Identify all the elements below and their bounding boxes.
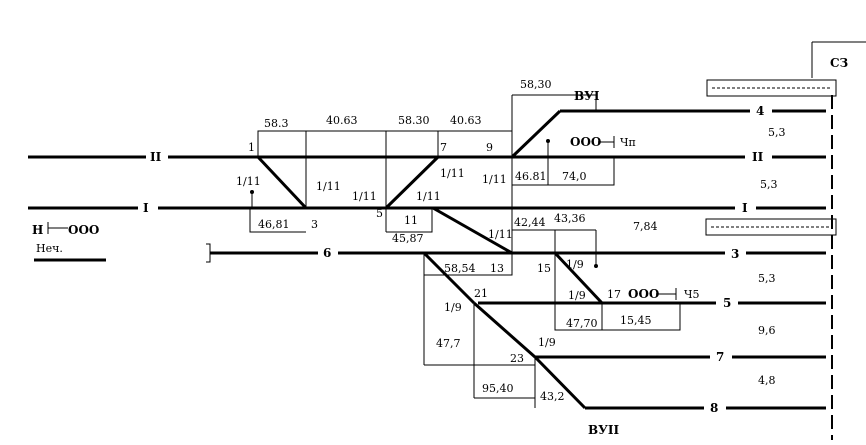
diagonal-15-17 bbox=[553, 251, 604, 305]
dim-d17: 43,2 bbox=[540, 390, 565, 403]
ratio-r4: 1/11 bbox=[416, 190, 441, 203]
connector-9-4 bbox=[510, 109, 562, 159]
track-6-end-stop bbox=[206, 243, 211, 263]
ratio-r6: 1/11 bbox=[482, 173, 507, 186]
dim-d3: 58.30 bbox=[398, 114, 430, 127]
ratio-r10: 1/9 bbox=[444, 301, 462, 314]
dim-d6: 46.81 bbox=[515, 170, 547, 183]
dim-d7: 74,0 bbox=[562, 170, 587, 183]
spacing-s3: 7,84 bbox=[633, 220, 658, 233]
switch-5: 5 bbox=[376, 207, 383, 220]
track-5-label: 5 bbox=[723, 296, 731, 310]
station-label-vu2: ВУII bbox=[588, 423, 619, 437]
ratio-r11: 1/9 bbox=[538, 336, 556, 349]
dim-d1: 58.3 bbox=[264, 117, 289, 130]
signal-ch2-lamps: OOO bbox=[570, 135, 601, 149]
track-2-label: II bbox=[150, 150, 162, 164]
track-8-label: 8 bbox=[710, 401, 718, 415]
top-right-box-label: СЗ bbox=[830, 56, 848, 70]
switch-21: 21 bbox=[474, 287, 488, 300]
ratio-r9: 1/9 bbox=[568, 289, 586, 302]
spacing-s5: 9,6 bbox=[758, 324, 776, 337]
switch-1: 1 bbox=[248, 141, 255, 154]
track-4-label: 4 bbox=[756, 104, 764, 118]
switch-3: 3 bbox=[311, 218, 318, 231]
diagonal-21 bbox=[422, 251, 476, 305]
dim-d2: 40.63 bbox=[326, 114, 358, 127]
dim-d8: 46,81 bbox=[258, 218, 290, 231]
signal-ch2-label: Чп bbox=[620, 136, 636, 149]
track-2-right-label: II bbox=[752, 150, 764, 164]
crossover-1-3 bbox=[256, 155, 308, 210]
switch-17: 17 bbox=[607, 288, 621, 301]
dim-d15: 47,7 bbox=[436, 337, 461, 350]
track-6-label: 6 bbox=[323, 246, 331, 260]
ratio-r8: 1/9 bbox=[566, 258, 584, 271]
ratio-r2: 1/11 bbox=[316, 180, 341, 193]
diagonal-8 bbox=[533, 355, 587, 410]
crossover-11-13 bbox=[432, 206, 513, 255]
dim-d16: 95,40 bbox=[482, 382, 514, 395]
dim-d5: 58,30 bbox=[520, 78, 552, 91]
track-7-label: 7 bbox=[716, 350, 724, 364]
dim-d12: 58,54 bbox=[444, 262, 476, 275]
dim-d11: 43,36 bbox=[554, 212, 586, 225]
switch-13: 13 bbox=[490, 262, 504, 275]
switch-23: 23 bbox=[510, 352, 524, 365]
dim-d4: 40.63 bbox=[450, 114, 482, 127]
dim-d13: 47,70 bbox=[566, 317, 598, 330]
spacing-s6: 4,8 bbox=[758, 374, 776, 387]
signal-ch5-label: Ч5 bbox=[684, 288, 700, 301]
signal-n-label: Н bbox=[32, 223, 43, 237]
signal-n-lamps: OOO bbox=[68, 223, 99, 237]
spacing-s4: 5,3 bbox=[758, 272, 776, 285]
dim-d10: 42,44 bbox=[514, 216, 546, 229]
spacing-s2: 5,3 bbox=[760, 178, 778, 191]
track-3-label: 3 bbox=[731, 247, 739, 261]
ratio-r7: 1/11 bbox=[488, 228, 513, 241]
dim-d14: 15,45 bbox=[620, 314, 652, 327]
crossover-5-7 bbox=[384, 155, 440, 210]
ratio-r5: 1/11 bbox=[440, 167, 465, 180]
signal-ch5-lamps: OOO bbox=[628, 287, 659, 301]
track-1-label: I bbox=[143, 201, 149, 215]
platform-top bbox=[706, 79, 837, 97]
switch-7: 7 bbox=[440, 141, 447, 154]
ratio-r1: 1/11 bbox=[236, 175, 261, 188]
legend-label: Неч. bbox=[36, 242, 63, 255]
ratio-r3: 1/11 bbox=[352, 190, 377, 203]
dim-d9: 45,87 bbox=[392, 232, 424, 245]
switch-11: 11 bbox=[404, 214, 418, 227]
track-1-right-label: I bbox=[742, 201, 748, 215]
switch-15: 15 bbox=[537, 262, 551, 275]
switch-9: 9 bbox=[486, 141, 493, 154]
station-label-vu1: ВУI bbox=[574, 89, 600, 103]
diagonal-23 bbox=[473, 301, 536, 359]
spacing-s1: 5,3 bbox=[768, 126, 786, 139]
